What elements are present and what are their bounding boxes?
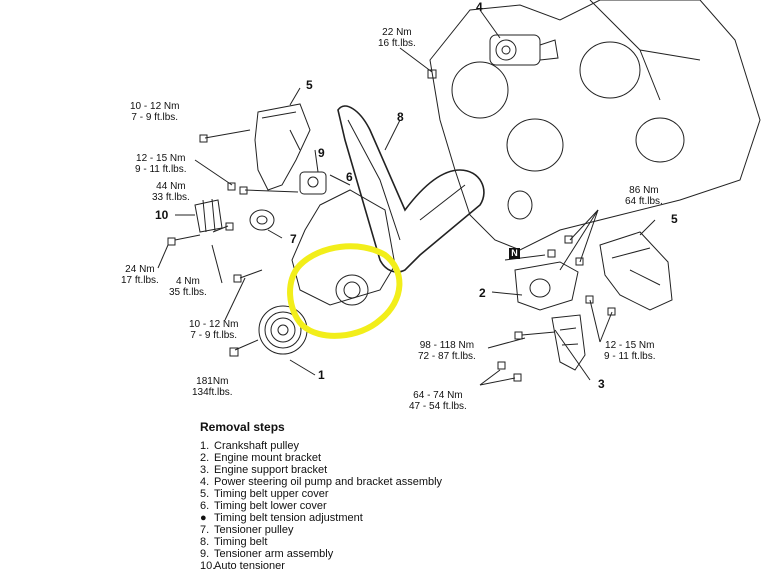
highlight-ring xyxy=(287,243,403,339)
auto-tensioner xyxy=(194,198,223,233)
part-number: 3 xyxy=(598,377,605,391)
tensioner-arm xyxy=(299,171,327,195)
torque-callout: 44 Nm 33 ft.lbs. xyxy=(152,181,190,203)
bolt-22nm xyxy=(399,47,437,79)
tensioner-pulley xyxy=(249,209,275,231)
torque-callout: 10 - 12 Nm 7 - 9 ft.lbs. xyxy=(189,319,239,341)
torque-callout: 12 - 15 Nm 9 - 11 ft.lbs. xyxy=(604,340,656,362)
nut-marker: N xyxy=(509,248,520,259)
list-item: 4.Power steering oil pump and bracket as… xyxy=(200,476,443,488)
list-item: 10.Auto tensioner xyxy=(200,560,285,572)
part-number: 7 xyxy=(290,232,297,246)
power-steering-pump xyxy=(489,34,559,66)
torque-callout: 98 - 118 Nm 72 - 87 ft.lbs. xyxy=(418,340,476,362)
timing-belt-upper-cover-left xyxy=(254,103,311,191)
list-item: 7.Tensioner pulley xyxy=(200,524,294,536)
list-item: 1.Crankshaft pulley xyxy=(200,440,299,452)
part-number: 1 xyxy=(318,368,325,382)
torque-callout: 22 Nm 16 ft.lbs. xyxy=(378,27,416,49)
part-number: 2 xyxy=(479,286,486,300)
engine-mount-bracket xyxy=(504,254,579,311)
part-number: 8 xyxy=(397,110,404,124)
torque-callout: 10 - 12 Nm 7 - 9 ft.lbs. xyxy=(130,101,180,123)
part-number: 10 xyxy=(155,208,169,222)
list-item: 8.Timing belt xyxy=(200,536,268,548)
part-number: 6 xyxy=(346,170,353,184)
list-item: 5.Timing belt upper cover xyxy=(200,488,329,500)
timing-belt xyxy=(337,105,485,273)
list-item: 3.Engine support bracket xyxy=(200,464,328,476)
timing-belt-lower-cover xyxy=(291,189,396,306)
part-number: 5 xyxy=(306,78,313,92)
torque-callout: 24 Nm 17 ft.lbs. xyxy=(121,264,159,286)
torque-callout: 12 - 15 Nm 9 - 11 ft.lbs. xyxy=(135,153,187,175)
list-item: ●Timing belt tension adjustment xyxy=(200,512,363,524)
bolts-and-leaders xyxy=(157,9,656,386)
torque-callout: 4 Nm 35 ft.lbs. xyxy=(169,276,207,298)
part-number: 5 xyxy=(671,212,678,226)
torque-callout: 86 Nm 64 ft.lbs. xyxy=(625,185,663,207)
engine-support-bracket xyxy=(551,314,586,371)
part-number: 9 xyxy=(318,146,325,160)
removal-steps: Removal steps 1.Crankshaft pulley 2.Engi… xyxy=(200,420,442,572)
timing-belt-upper-cover-right xyxy=(599,231,673,311)
torque-callout: 181Nm 134ft.lbs. xyxy=(192,376,233,398)
list-item: 2.Engine mount bracket xyxy=(200,452,322,464)
list-item: 6.Timing belt lower cover xyxy=(200,500,327,512)
list-item: 9.Tensioner arm assembly xyxy=(200,548,334,560)
removal-steps-heading: Removal steps xyxy=(200,420,285,434)
engine-block xyxy=(429,0,761,251)
part-number: 4 xyxy=(476,0,483,14)
removal-steps-list: 1.Crankshaft pulley 2.Engine mount brack… xyxy=(200,440,442,572)
torque-callout: 64 - 74 Nm 47 - 54 ft.lbs. xyxy=(409,390,467,412)
